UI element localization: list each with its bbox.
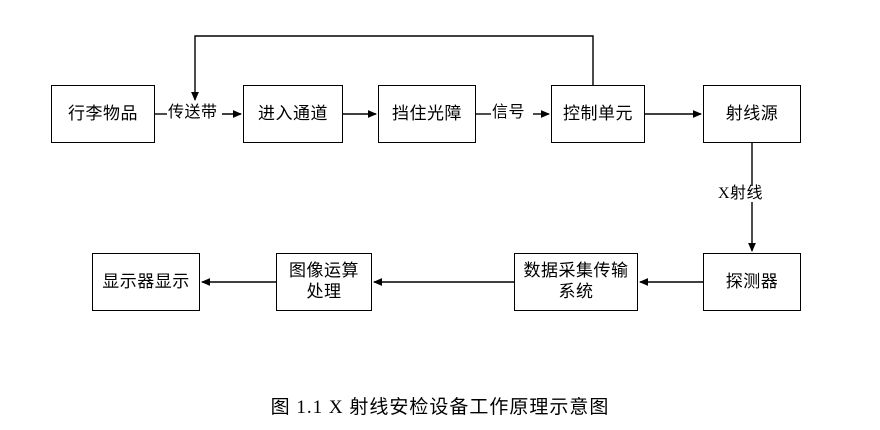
node-light-barrier-blocked[interactable]: 挡住光障 (378, 85, 476, 143)
edge-label-conveyor: 传送带 (168, 104, 218, 121)
node-image-processing[interactable]: 图像运算 处理 (276, 253, 372, 311)
node-enter-tunnel[interactable]: 进入通道 (243, 85, 343, 143)
figure-caption: 图 1.1 X 射线安检设备工作原理示意图 (270, 397, 610, 418)
node-ray-source[interactable]: 射线源 (703, 85, 801, 143)
node-data-acquisition-system[interactable]: 数据采集传输 系统 (514, 253, 638, 311)
node-control-unit[interactable]: 控制单元 (551, 85, 645, 143)
edge-label-signal: 信号 (492, 104, 526, 121)
edge-label-xray: X射线 (718, 185, 764, 202)
node-detector[interactable]: 探测器 (703, 253, 801, 311)
node-baggage[interactable]: 行李物品 (51, 85, 155, 143)
node-display[interactable]: 显示器显示 (92, 253, 200, 311)
